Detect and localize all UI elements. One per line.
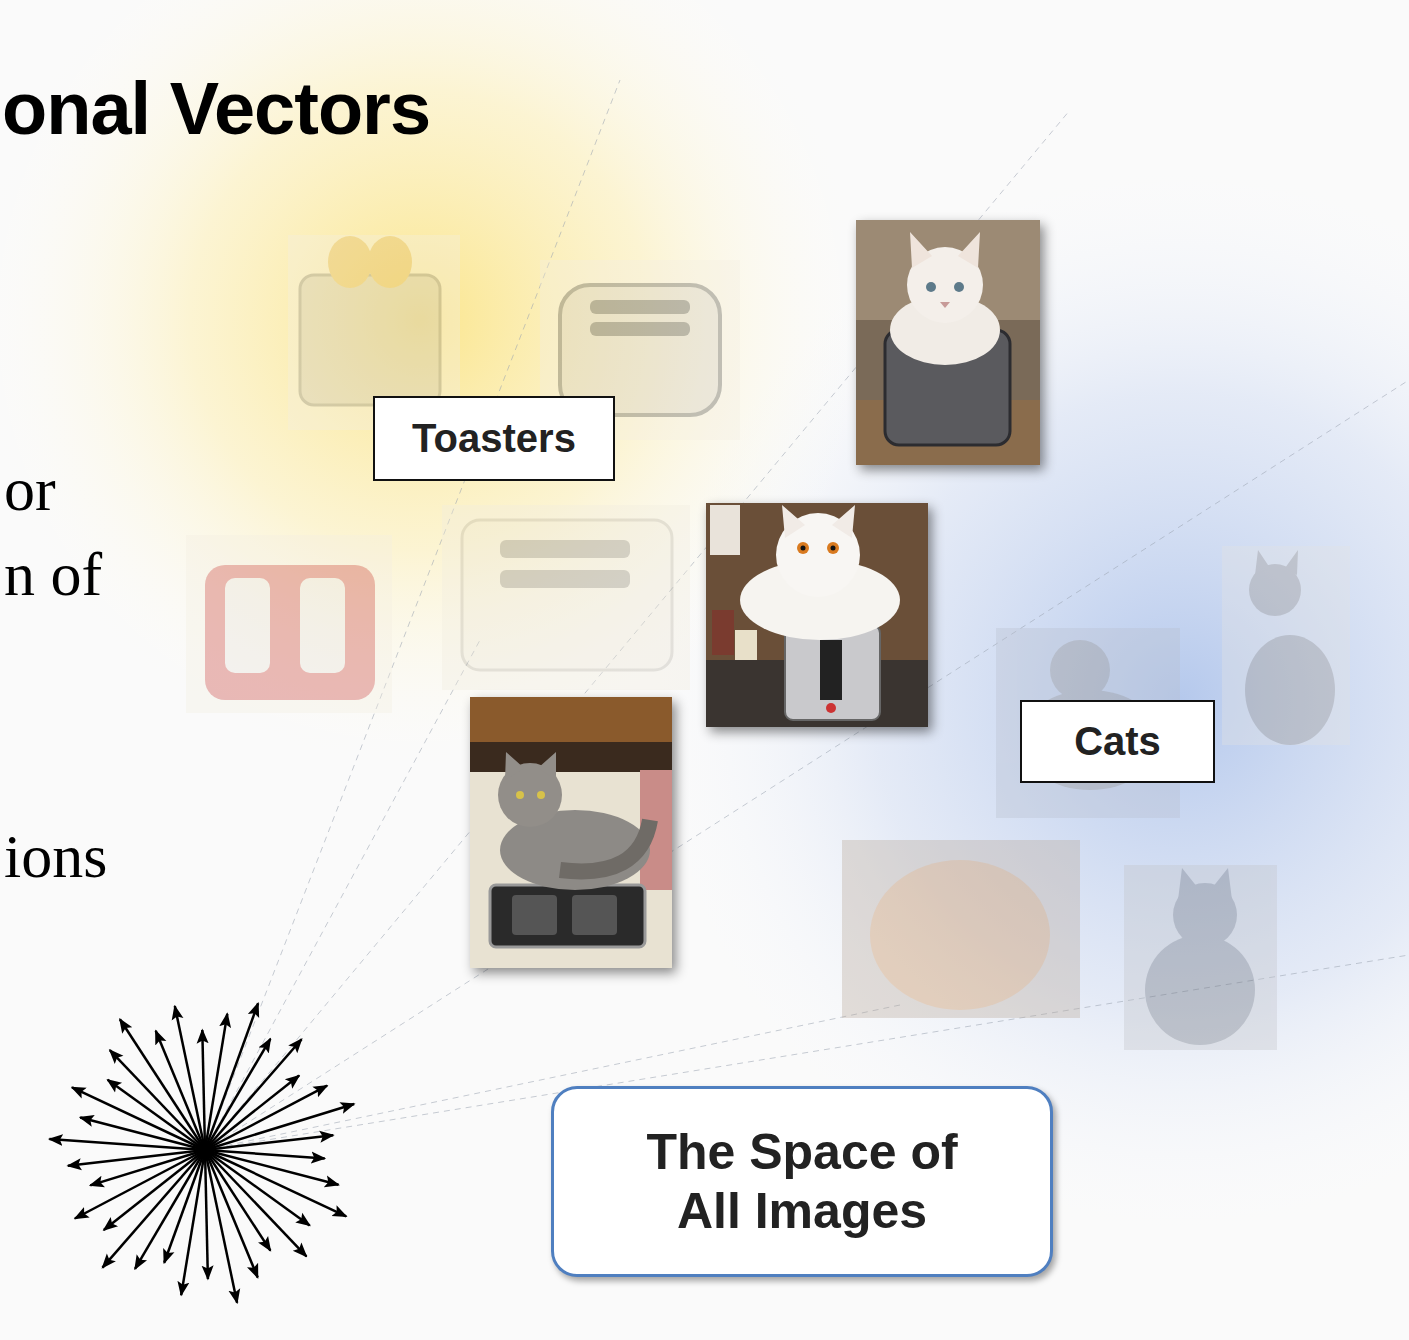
vector-arrow [205,1150,208,1279]
vector-arrow [75,1150,205,1219]
vector-arrow [205,1150,258,1278]
body-text-fragment: ions [4,825,107,887]
vector-arrow [103,1150,206,1268]
vector-arrow [202,1030,205,1150]
vector-arrow [156,1031,205,1150]
vector-arrow [104,1150,205,1230]
vector-arrow [110,1050,205,1150]
box-label: Cats [1074,718,1161,765]
slide-title: onal Vectors [2,72,430,146]
vector-arrow [175,1006,205,1150]
vector-arrow [90,1150,205,1185]
vector-arrow [205,1150,237,1303]
box-label: Toasters [412,415,576,462]
body-text-fragment: or [4,458,56,520]
label-box: Cats [1020,700,1215,783]
vector-arrow [205,1104,354,1150]
box-title: The Space of All Images [627,1123,977,1241]
vector-arrow [205,1076,299,1150]
body-text-fragment: n of [4,543,102,605]
label-box: Toasters [373,396,615,481]
vector-arrow [205,1150,306,1256]
rounded-box: The Space of All Images [551,1086,1053,1277]
vector-arrow [205,1135,333,1150]
vector-arrow [205,1039,302,1150]
vector-arrow [68,1150,205,1166]
